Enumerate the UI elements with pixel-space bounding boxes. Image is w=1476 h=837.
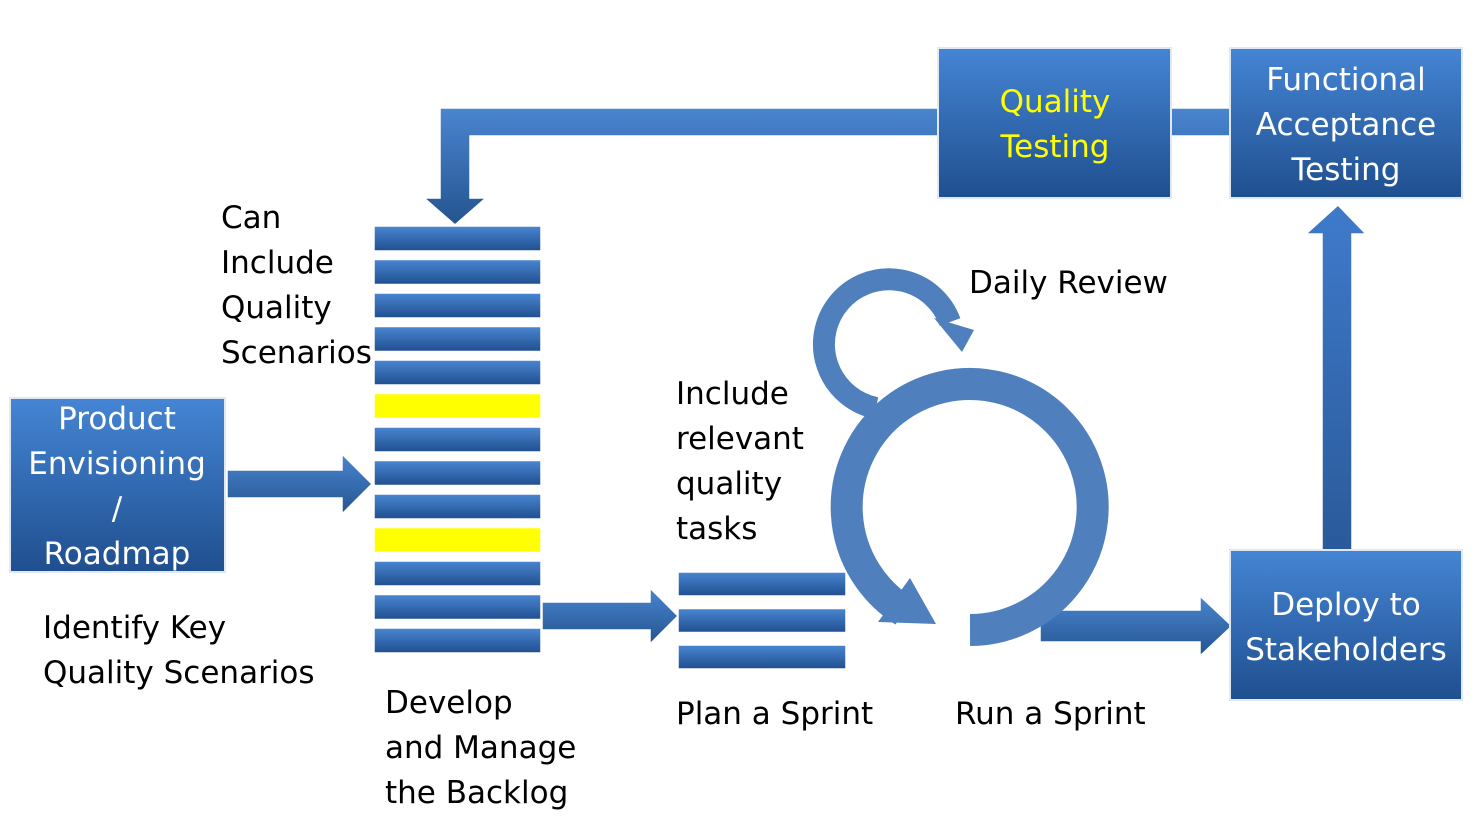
plan-a-sprint-label: Plan a Sprint [676,696,873,732]
daily-review-label: Daily Review [969,265,1168,301]
quality-testing-box: Quality Testing [937,47,1172,199]
backlog-item [373,359,542,386]
can-include-line-4: Scenarios [221,335,372,371]
sprint-plan-stack [677,571,847,670]
product-envisioning-box: Product Envisioning / Roadmap [9,397,226,573]
backlog-item [373,493,542,520]
can-include-line-2: Include [221,245,334,281]
deploy-line-1: Deploy to [1271,587,1421,623]
deploy-to-acceptance-arrow [1304,203,1368,551]
functional-acceptance-line-1: Functional [1266,62,1425,98]
backlog-item [373,627,542,654]
develop-line-2: and Manage [385,730,576,766]
quality-testing-line-2: Testing [1000,129,1110,165]
include-tasks-line-2: relevant [676,421,804,457]
identify-key-quality-scenarios-label: Identify Key Quality Scenarios [43,610,315,691]
backlog-item [373,258,542,286]
run-a-sprint-label: Run a Sprint [955,696,1146,732]
can-include-line-3: Quality [221,290,332,326]
functional-acceptance-line-2: Acceptance [1256,107,1436,143]
backlog-item-quality [373,392,542,420]
backlog-item [373,426,542,453]
product-envisioning-line-1: Product [58,401,176,437]
backlog-item [373,593,542,621]
functional-acceptance-line-3: Testing [1291,152,1401,188]
product-envisioning-line-3: / [112,491,123,527]
develop-and-manage-backlog-label: Develop and Manage the Backlog [385,685,576,811]
backlog-to-plan-arrow [541,586,680,646]
run-sprint-cycle-arrow [830,368,1109,646]
sprint-plan-item [677,607,847,634]
include-tasks-line-4: tasks [676,511,757,547]
develop-line-1: Develop [385,685,513,721]
product-envisioning-line-2: Envisioning [28,446,206,482]
backlog-item [373,325,542,353]
functional-acceptance-testing-box: Functional Acceptance Testing [1229,47,1463,199]
can-include-quality-scenarios-label: Can Include Quality Scenarios [221,200,372,371]
backlog-item [373,560,542,587]
include-relevant-quality-tasks-label: Include relevant quality tasks [676,376,804,547]
deploy-line-2: Stakeholders [1245,632,1447,668]
can-include-line-1: Can [221,200,281,236]
daily-review-cycle-arrow [813,268,974,419]
quality-testing-line-1: Quality [1000,84,1111,120]
identify-line-2: Quality Scenarios [43,655,315,691]
sprint-plan-item [677,571,847,597]
product-envisioning-line-4: Roadmap [44,536,191,572]
develop-line-3: the Backlog [385,775,568,811]
backlog-item [373,292,542,319]
sprint-plan-item [677,644,847,670]
include-tasks-line-1: Include [676,376,789,412]
backlog-item-quality [373,526,542,554]
sprint-to-deploy-arrow [1039,594,1234,658]
backlog-item [373,459,542,487]
envisioning-to-backlog-arrow [226,452,374,516]
backlog-item [373,225,542,252]
include-tasks-line-3: quality [676,466,782,502]
deploy-to-stakeholders-box: Deploy to Stakeholders [1229,549,1463,701]
identify-line-1: Identify Key [43,610,226,646]
backlog-stack [373,225,542,654]
